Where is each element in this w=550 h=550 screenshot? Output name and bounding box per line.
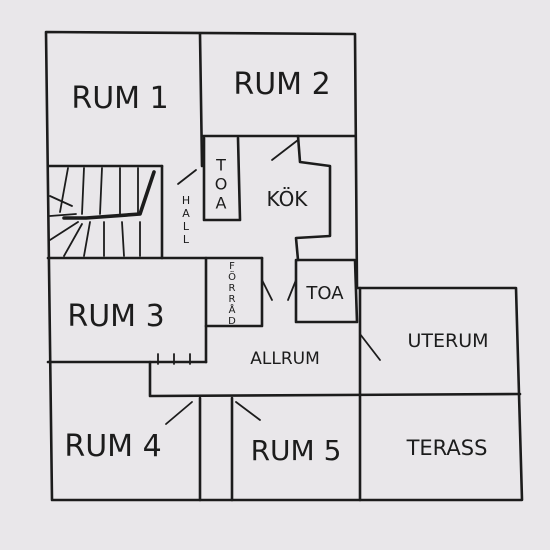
interior-walls	[46, 32, 522, 502]
room-label-rum5: RUM 5	[251, 434, 342, 467]
room-label-forrad: FÖRRÅD	[227, 261, 238, 327]
outer-walls	[44, 30, 524, 502]
room-label-kok: KÖK	[267, 187, 309, 211]
room-labels: RUM 1 RUM 2 TOA KÖK HALL FÖRRÅD TOA RUM …	[64, 67, 488, 467]
room-label-toa-2: TOA	[305, 283, 344, 304]
room-label-rum1: RUM 1	[71, 81, 168, 116]
room-label-toa-1: TOA	[212, 156, 231, 213]
staircase	[49, 167, 156, 257]
room-label-rum3: RUM 3	[67, 299, 164, 334]
room-label-uterum: UTERUM	[407, 330, 488, 352]
room-label-rum2: RUM 2	[233, 67, 330, 102]
room-label-hall: HALL	[180, 194, 193, 246]
room-label-rum4: RUM 4	[64, 429, 161, 464]
room-label-allrum: ALLRUM	[250, 349, 320, 369]
door-swings	[157, 139, 381, 425]
room-label-terass: TERASS	[406, 436, 488, 460]
